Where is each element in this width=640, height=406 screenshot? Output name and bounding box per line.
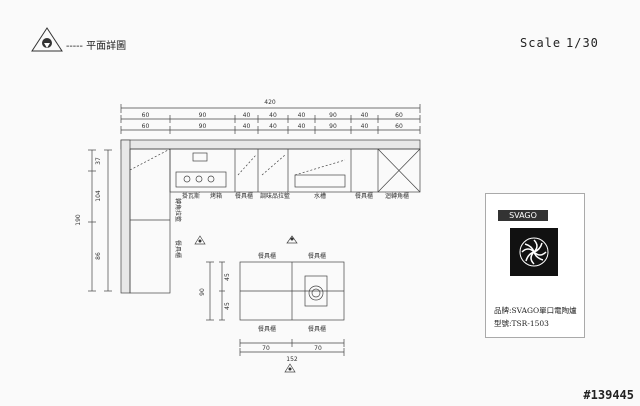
top-dim-row2-2: 40 bbox=[243, 123, 251, 130]
top-dim-row2-1: 90 bbox=[199, 123, 207, 130]
top-dim-row2-4: 40 bbox=[298, 123, 306, 130]
product-card: SVAGO 品牌:SVAGO單口電陶爐 型號:TSR-1503 bbox=[485, 193, 585, 338]
top-dim-row1-5: 90 bbox=[329, 112, 337, 119]
top-dim-row1-7: 60 bbox=[395, 112, 403, 119]
induction-cooker-image bbox=[510, 228, 558, 276]
label-dish-cabinet: 餐具櫃 bbox=[355, 192, 373, 200]
label-gas-stove: 掛瓦斯 bbox=[182, 192, 200, 200]
label-side-pull: 轉角拉籃 bbox=[174, 198, 182, 222]
product-model-row: 型號:TSR-1503 bbox=[494, 319, 549, 328]
top-dim-row1-4: 40 bbox=[298, 112, 306, 119]
left-dim-3: 86 bbox=[95, 252, 102, 260]
label-corner-cabinet: 迴轉角櫃 bbox=[385, 192, 409, 200]
island-label-top-right: 餐具櫃 bbox=[308, 252, 326, 260]
top-dim-row1-6: 40 bbox=[361, 112, 369, 119]
product-name-row: 品牌:SVAGO單口電陶爐 bbox=[494, 306, 577, 315]
scale-value: 1/30 bbox=[566, 36, 599, 50]
top-dim-row2-0: 60 bbox=[142, 123, 150, 130]
label-sink: 水槽 bbox=[314, 192, 326, 200]
label-cup-cabinet: 餐具櫃 bbox=[235, 192, 253, 200]
island-label-bottom-left: 餐具櫃 bbox=[258, 325, 276, 333]
island-bottom-dim-1: 70 bbox=[262, 345, 270, 352]
label-oven: 烤箱 bbox=[210, 192, 222, 200]
label-side-cabinet: 餐具櫃 bbox=[174, 240, 182, 258]
brand-logo: SVAGO bbox=[498, 210, 548, 221]
watermark: #139445 bbox=[583, 388, 634, 402]
label-pull-basket: 調味品拉籃 bbox=[260, 192, 290, 200]
top-dim-row2-7: 60 bbox=[395, 123, 403, 130]
total-width-dim: 420 bbox=[264, 99, 276, 106]
total-depth-dim: 190 bbox=[75, 214, 82, 226]
top-dim-row1-3: 40 bbox=[269, 112, 277, 119]
left-dim-2: 104 bbox=[95, 190, 102, 202]
logo-triangle-icon bbox=[31, 27, 63, 52]
top-dim-row2-6: 40 bbox=[361, 123, 369, 130]
top-dim-row1-1: 90 bbox=[199, 112, 207, 119]
top-dim-row2-5: 90 bbox=[329, 123, 337, 130]
left-dim-1: 37 bbox=[95, 157, 102, 165]
island-label-bottom-right: 餐具櫃 bbox=[308, 325, 326, 333]
island-label-top-left: 餐具櫃 bbox=[258, 252, 276, 260]
island-side-dim-2: 45 bbox=[224, 302, 231, 310]
island-bottom-total: 152 bbox=[286, 356, 298, 363]
drawing-title: ----- 平面詳圖 bbox=[66, 41, 127, 52]
scale-label: Scale bbox=[520, 36, 562, 50]
top-dim-row1-0: 60 bbox=[142, 112, 150, 119]
top-dim-row1-2: 40 bbox=[243, 112, 251, 119]
top-dim-row2-3: 40 bbox=[269, 123, 277, 130]
island-bottom-dim-2: 70 bbox=[314, 345, 322, 352]
island-side-total: 90 bbox=[199, 288, 206, 296]
island-side-dim-1: 45 bbox=[224, 273, 231, 281]
